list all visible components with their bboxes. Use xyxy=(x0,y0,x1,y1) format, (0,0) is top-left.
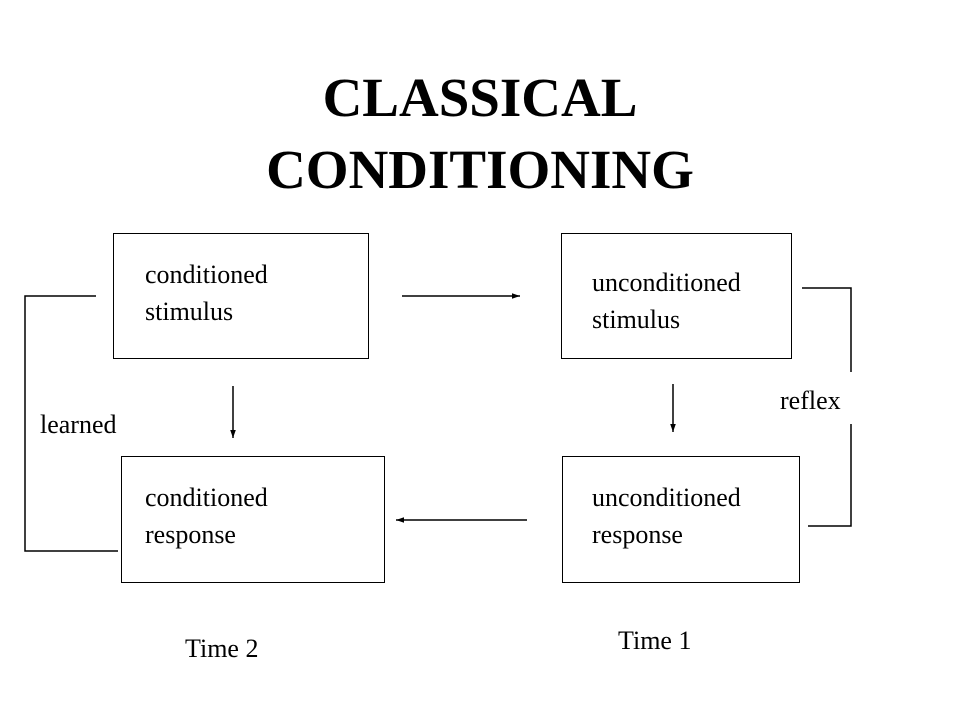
unconditioned-stimulus-line-1: unconditioned xyxy=(592,268,741,297)
title-line-2: CONDITIONING xyxy=(266,139,694,200)
conditioned-response-box xyxy=(121,456,385,583)
page-title: CLASSICAL CONDITIONING xyxy=(0,62,960,206)
unconditioned-stimulus-text: unconditioned stimulus xyxy=(592,264,741,338)
reflex-bracket-top xyxy=(802,287,852,372)
reflex-bracket-bottom xyxy=(808,424,852,527)
conditioned-stimulus-line-2: stimulus xyxy=(145,297,234,326)
conditioned-response-line-1: conditioned xyxy=(145,483,268,512)
time-2-label: Time 2 xyxy=(185,634,259,663)
conditioned-stimulus-text: conditioned stimulus xyxy=(145,256,268,330)
reflex-label: reflex xyxy=(780,386,841,415)
time-1-label: Time 1 xyxy=(618,626,692,655)
unconditioned-response-text: unconditioned response xyxy=(592,479,741,553)
unconditioned-response-line-2: response xyxy=(592,520,683,549)
learned-bracket xyxy=(24,295,118,552)
conditioned-stimulus-box xyxy=(113,233,369,359)
unconditioned-response-line-1: unconditioned xyxy=(592,483,741,512)
unconditioned-stimulus-box xyxy=(561,233,792,359)
conditioned-stimulus-line-1: conditioned xyxy=(145,260,268,289)
title-line-1: CLASSICAL xyxy=(322,67,638,128)
conditioned-response-line-2: response xyxy=(145,520,236,549)
unconditioned-response-box xyxy=(562,456,800,583)
conditioned-response-text: conditioned response xyxy=(145,479,268,553)
learned-label: learned xyxy=(40,410,117,439)
unconditioned-stimulus-line-2: stimulus xyxy=(592,305,681,334)
